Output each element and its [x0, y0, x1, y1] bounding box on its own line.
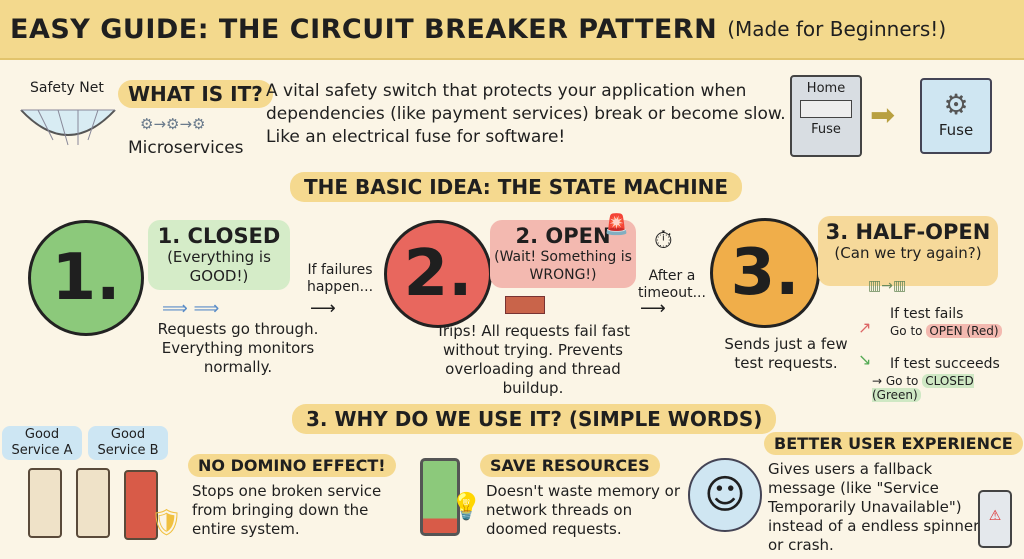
fuse-label: Fuse: [938, 121, 974, 139]
reason-2-text: Doesn't waste memory or network threads …: [486, 482, 680, 538]
fuse-slots: [800, 100, 852, 118]
half-open-subtitle: (Can we try again?): [834, 244, 982, 262]
domino-icon: [28, 468, 62, 538]
half-open-desc: Sends just a few test requests.: [724, 335, 848, 372]
fail-label: If test fails: [890, 306, 964, 322]
reason-3-title: BETTER USER EXPERIENCE: [764, 432, 1023, 455]
battery-icon: [420, 458, 460, 536]
success-target-row: → Go to CLOSED (Green): [872, 374, 1024, 402]
closed-title: 1. CLOSED: [157, 224, 281, 248]
closed-subtitle: (Everything is GOOD!): [167, 248, 271, 285]
reason-3-text: Gives users a fallback message (like "Se…: [768, 460, 980, 554]
gear-icon: ⚙: [943, 88, 969, 121]
arrow-right-icon: ⟶: [310, 298, 336, 319]
safety-net-icon: [20, 109, 116, 146]
safety-net-label: Safety Net: [30, 80, 104, 96]
stopwatch-icon: ⏱: [654, 226, 673, 254]
fail-target-row: Go to OPEN (Red): [890, 324, 1002, 338]
alarm-light-icon: 🚨: [604, 212, 629, 236]
fuse-box-top-label: Home: [806, 81, 846, 96]
closed-desc: Requests go through. Everything monitors…: [157, 320, 319, 376]
success-arrow-icon: ↘: [858, 350, 872, 369]
domino-icon: [76, 468, 110, 538]
fuse-box-icon: Home Fuse: [790, 75, 862, 157]
state-1-circle: 1.: [28, 220, 144, 336]
microservices-label: Microservices: [128, 138, 244, 158]
page-title: EASY GUIDE: THE CIRCUIT BREAKER PATTERN: [10, 13, 718, 45]
reason-1-text: Stops one broken service from bringing d…: [192, 482, 382, 538]
domino-broken-icon: [124, 470, 158, 540]
gate-icon: ▥→▥: [868, 278, 907, 294]
light-bulb-icon: 💡: [450, 492, 483, 522]
phone-warning-icon: ⚠: [978, 490, 1012, 548]
closed-label-box: 1. CLOSED (Everything is GOOD!): [148, 220, 290, 290]
service-a-label: Good Service A: [2, 426, 82, 460]
state-2-circle: 2.: [384, 220, 492, 328]
arrow-right-icon: ⟶: [640, 298, 666, 319]
request-arrows-icon: ⟹ ⟹: [162, 298, 220, 319]
open-desc: Trips! All requests fail fast without tr…: [435, 322, 631, 397]
fail-target: OPEN (Red): [926, 324, 1002, 338]
fail-target-prefix: Go to: [890, 324, 923, 338]
open-subtitle: (Wait! Something is WRONG!): [494, 249, 632, 283]
fail-arrow-icon: ↗: [858, 318, 872, 337]
gear-chain-icon: ⚙→⚙→⚙: [140, 115, 206, 133]
user-avatar-icon: ☺: [688, 458, 762, 532]
intro-text: A vital safety switch that protects your…: [266, 81, 786, 147]
page-subtitle: (Made for Beginners!): [727, 17, 947, 41]
half-open-title: 3. HALF-OPEN: [825, 220, 991, 244]
brick-wall-icon: [505, 296, 545, 314]
what-is-it-heading: WHAT IS IT?: [118, 80, 273, 108]
success-label: If test succeeds: [890, 356, 1000, 372]
reason-1-title: NO DOMINO EFFECT!: [188, 454, 396, 477]
transition-1-label: If failures happen...: [306, 262, 374, 295]
header: EASY GUIDE: THE CIRCUIT BREAKER PATTERN …: [0, 0, 1024, 60]
success-target-prefix: → Go to: [872, 374, 919, 388]
open-title: 2. OPEN: [515, 224, 611, 248]
shield-check-icon: 🛡: [150, 508, 184, 538]
software-fuse-icon: ⚙ Fuse: [920, 78, 992, 154]
state-3-circle: 3.: [710, 218, 820, 328]
state-machine-heading: THE BASIC IDEA: THE STATE MACHINE: [290, 172, 743, 202]
open-label-box: 2. OPEN (Wait! Something is WRONG!): [490, 220, 636, 288]
transition-2-label: After a timeout...: [638, 268, 706, 301]
fuse-box-bottom-label: Fuse: [811, 122, 841, 137]
half-open-label-box: 3. HALF-OPEN (Can we try again?): [818, 216, 998, 286]
arrow-right-icon: ➡: [870, 98, 896, 133]
service-b-label: Good Service B: [88, 426, 168, 460]
reason-2-title: SAVE RESOURCES: [480, 454, 660, 477]
why-heading: 3. WHY DO WE USE IT? (SIMPLE WORDS): [292, 404, 777, 434]
